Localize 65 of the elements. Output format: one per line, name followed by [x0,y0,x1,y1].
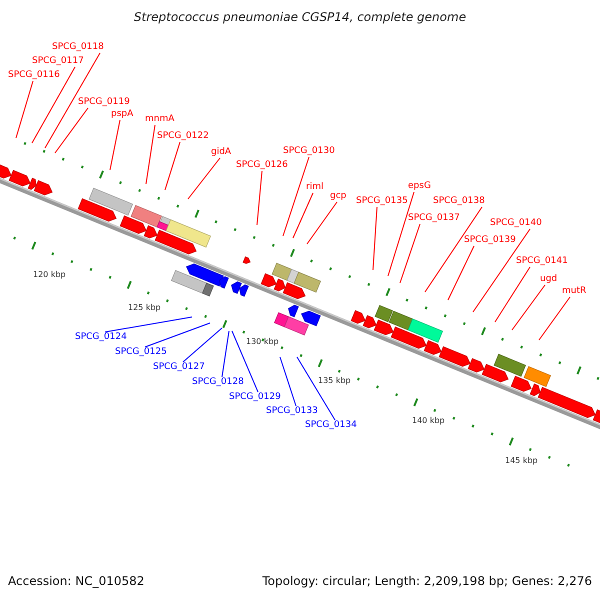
leader-line [296,356,336,420]
gene-label: SPCG_0130 [283,146,335,157]
gene-label: SPCG_0140 [490,218,542,229]
leader-line [306,202,338,244]
leader-line [256,170,262,226]
gene-label: mutR [562,286,586,297]
scale-label: 130 kbp [246,337,279,347]
gene-label: SPCG_0118 [52,42,104,53]
genome-info-text: Topology: circular; Length: 2,209,198 bp; Genes: 2,276 [262,574,592,588]
gene-label: SPCG_0119 [78,97,130,108]
leader-line [472,228,530,312]
scale-label: 140 kbp [412,416,445,426]
gene-label: SPCG_0117 [32,56,84,67]
gene-label: SPCG_0129 [229,392,281,403]
gene-label: SPCG_0135 [356,196,408,207]
gene-label: mnmA [145,114,174,125]
leader-line [16,80,34,138]
leader-line [494,266,530,322]
leader-line [424,206,482,292]
gene-label: SPCG_0138 [433,196,485,207]
gene-label: riml [306,182,324,193]
gene-label: pspA [111,109,134,120]
diagram-title: Streptococcus pneumoniae CGSP14, complete genome [132,10,468,25]
scale-label: 125 kbp [128,303,161,313]
leader-line [512,284,546,330]
gene-label: SPCG_0124 [75,332,127,343]
leader-line [54,108,88,154]
leader-line [538,296,570,340]
gene-label: SPCG_0122 [157,131,209,142]
leader-line [282,156,310,236]
leader-line [292,192,314,238]
gene-label: SPCG_0137 [408,213,460,224]
leader-line [280,356,296,406]
gene-label: gcp [330,191,346,202]
gene-label: SPCG_0141 [516,256,568,267]
gene-label: SPCG_0128 [192,377,244,388]
leader-line [388,192,414,276]
gene-label: SPCG_0127 [153,362,205,373]
gene-label: SPCG_0126 [236,160,288,171]
leader-line [448,246,474,300]
leader-line [32,66,76,144]
gene-label: SPCG_0116 [8,70,60,81]
leader-line [164,142,180,190]
leader-line [144,322,210,348]
leader-line [110,120,120,170]
gene-label: epsG [408,181,431,192]
leader-line [44,52,100,148]
leader-line [372,206,378,270]
scale-label: 145 kbp [505,456,538,466]
leader-line [232,330,258,392]
gene-label: ugd [540,274,558,285]
leader-line [222,330,230,378]
leader-line [104,316,192,332]
scale-label: 120 kbp [33,270,66,280]
leader-line [188,158,220,200]
leader-line [400,224,420,284]
gene-label: SPCG_0134 [305,420,357,431]
gene-label: SPCG_0139 [464,235,516,246]
gene-label: SPCG_0125 [115,347,167,358]
gene-label: SPCG_0133 [266,406,318,417]
accession-text: Accession: NC_010582 [8,574,144,588]
scale-label: 135 kbp [318,376,351,386]
gene-label: gidA [211,147,232,158]
leader-line [182,328,222,362]
leader-line [146,124,156,184]
